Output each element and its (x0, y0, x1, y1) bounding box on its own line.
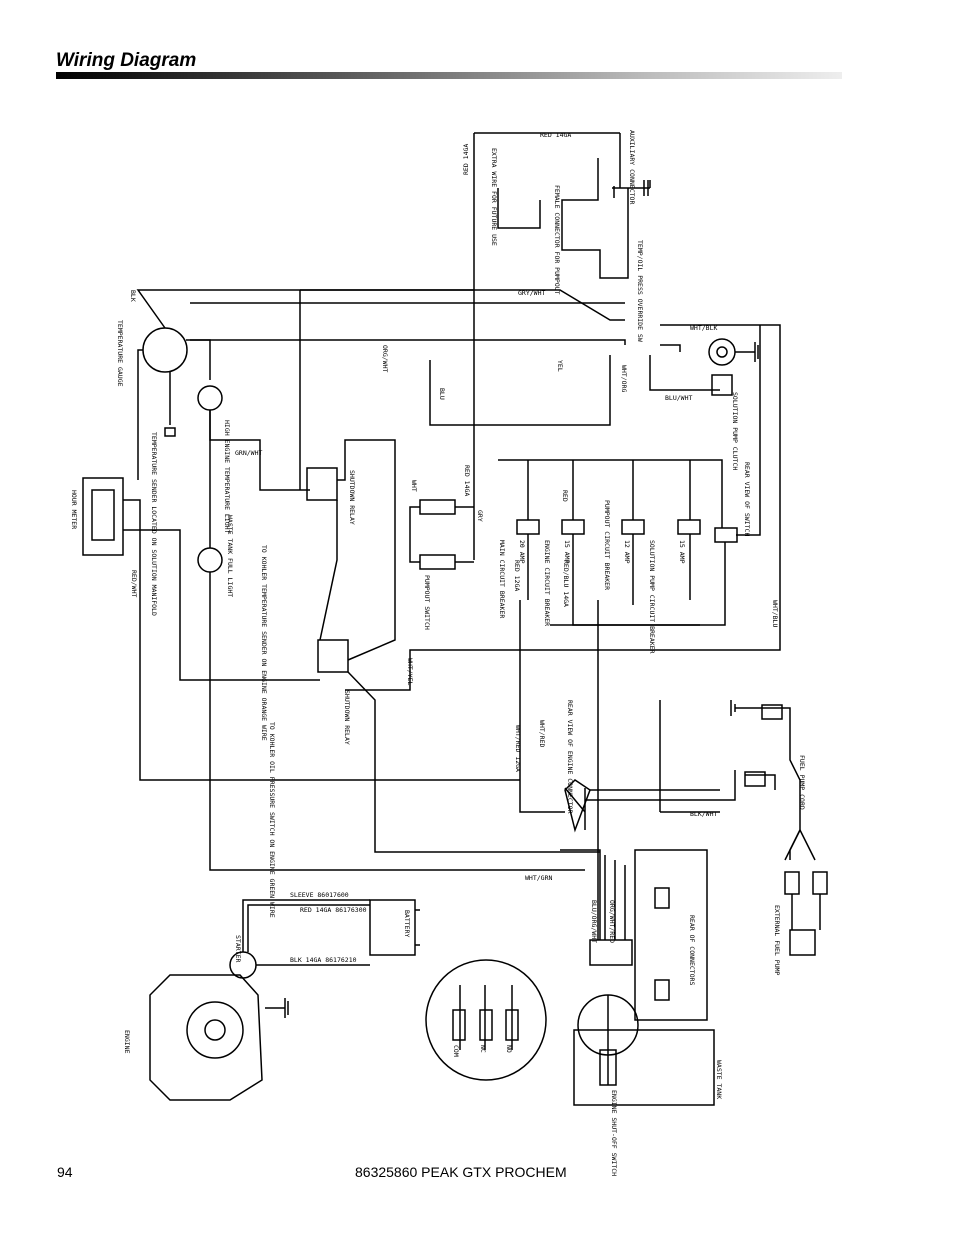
wire-wht-blk: WHT/BLK (690, 324, 717, 332)
wire-org-wht: ORG/WHT (381, 345, 389, 372)
label-pumpout-cb: PUMPOUT CIRCUIT BREAKER (603, 500, 611, 590)
label-sleeve: SLEEVE 86017600 (290, 891, 349, 899)
label-extra-wire: EXTRA WIRE FOR FUTURE USE (490, 148, 498, 246)
label-solution-pump-cb: SOLUTION PUMP CIRCUIT BREAKER (648, 540, 656, 654)
wire-wht-red: WHT/RED (538, 720, 546, 747)
wire-wht-blu: WHT/BLU (771, 600, 779, 627)
label-amp-20: 20 AMP (518, 540, 526, 564)
wire-gry: GRY (476, 510, 484, 522)
label-female-connector: FEMALE CONNECTOR FOR PUMPOUT (553, 185, 561, 295)
label-amp-15b: 15 AMP (678, 540, 686, 564)
label-main-cb: MAIN CIRCUIT BREAKER (498, 540, 506, 618)
label-solution-pump-clutch: SOLUTION PUMP CLUTCH (731, 392, 739, 470)
wire-gry-wht: GRY/WHT (518, 289, 545, 297)
label-temp-gauge: TEMPERATURE GAUGE (116, 320, 124, 387)
label-external-fuel-pump: EXTERNAL FUEL PUMP (773, 905, 781, 976)
wire-org-wht-red: ORG/WHT/RED (608, 900, 616, 943)
label-waste-tank-full: WASTE TANK FULL LIGHT (226, 515, 234, 597)
wire-blu-org-wht: BLU/ORG/WHT (590, 900, 598, 943)
page-number: 94 (57, 1164, 73, 1180)
label-pumpout-switch: PUMPOUT SWITCH (423, 575, 431, 630)
wire-blu: BLU (438, 388, 446, 400)
label-com: COM (452, 1045, 460, 1057)
label-no: NO (505, 1045, 513, 1053)
label-amp-12: 12 AMP (623, 540, 631, 564)
label-rear-view-switch: REAR VIEW OF SWITCH (743, 462, 751, 536)
wire-red-14ga-w: RED 14GA (463, 465, 471, 496)
label-aux-connector: AUXILIARY CONNECTOR (628, 130, 636, 204)
label-waste-tank: WASTE TANK (715, 1060, 723, 1099)
label-red-14ga-part: RED 14GA 86176300 (300, 906, 367, 914)
wire-wht: WHT (410, 480, 418, 492)
wire-wht-yel: WHT/YEL (406, 658, 414, 685)
wire-blk-wht: BLK/WHT (690, 810, 717, 818)
label-kohler-oil-pressure: TO KOHLER OIL PRESSURE SWITCH ON ENGINE … (268, 722, 276, 918)
label-blk-14ga-part: BLK 14GA 86176210 (290, 956, 357, 964)
wire-wht-org: WHT/ORG (620, 365, 628, 392)
wire-red-wht: RED/WHT (130, 570, 138, 597)
wire-wht-grn: WHT/GRN (525, 874, 552, 882)
document-title: 86325860 PEAK GTX PROCHEM (355, 1164, 567, 1180)
wire-yel: YEL (556, 360, 564, 372)
wire-blu-wht: BLU/WHT (665, 394, 692, 402)
label-engine-cb: ENGINE CIRCUIT BREAKER (543, 540, 551, 626)
label-starter: STARTER (234, 935, 242, 962)
label-high-engine-temp: HIGH ENGINE TEMPERATURE LIGHT (223, 420, 231, 534)
label-red-14ga-top: RED 14GA (540, 131, 571, 139)
label-shutdown-relay-2: SHUTDOWN RELAY (343, 690, 351, 745)
label-shutdown-relay-1: SHUTDOWN RELAY (348, 470, 356, 525)
label-temp-oil-switch: TEMP/OIL PRESS OVERRIDE SW (636, 240, 644, 342)
label-temp-sender: TEMPERATURE SENDER LOCATED ON SOLUTION M… (150, 432, 158, 616)
label-engine-shutoff: ENGINE SHUT-OFF SWITCH (610, 1090, 618, 1176)
label-battery: BATTERY (403, 910, 411, 937)
label-kohler-temp-sender: TO KOHLER TEMPERATURE SENDER ON ENGINE O… (260, 545, 268, 741)
label-engine: ENGINE (123, 1030, 131, 1054)
wire-red-12ga: RED 12GA (513, 560, 521, 591)
page-title: Wiring Diagram (56, 50, 197, 71)
label-hour-meter: HOUR METER (70, 490, 78, 529)
title-rule (56, 72, 842, 79)
label-rear-view-engine-connector: REAR VIEW OF ENGINE CONNECTOR (566, 700, 574, 814)
label-rear-of-connectors: REAR OF CONNECTORS (688, 915, 696, 986)
label-fuel-pump-cord: FUEL PUMP CORD (798, 755, 806, 810)
wire-blk: BLK (129, 290, 137, 302)
wire-wht-red-12ga: WHT/RED 12GA (514, 725, 522, 772)
label-amp-15: 15 AMP (563, 540, 571, 564)
wire-red-blu-14ga: RED/BLU 14GA (562, 560, 570, 607)
label-red-14ga-v: RED 14GA (462, 144, 470, 175)
wire-grn-wht: GRN/WHT (235, 449, 262, 457)
wire-red: RED (561, 490, 569, 502)
label-nc: NC (479, 1045, 487, 1053)
